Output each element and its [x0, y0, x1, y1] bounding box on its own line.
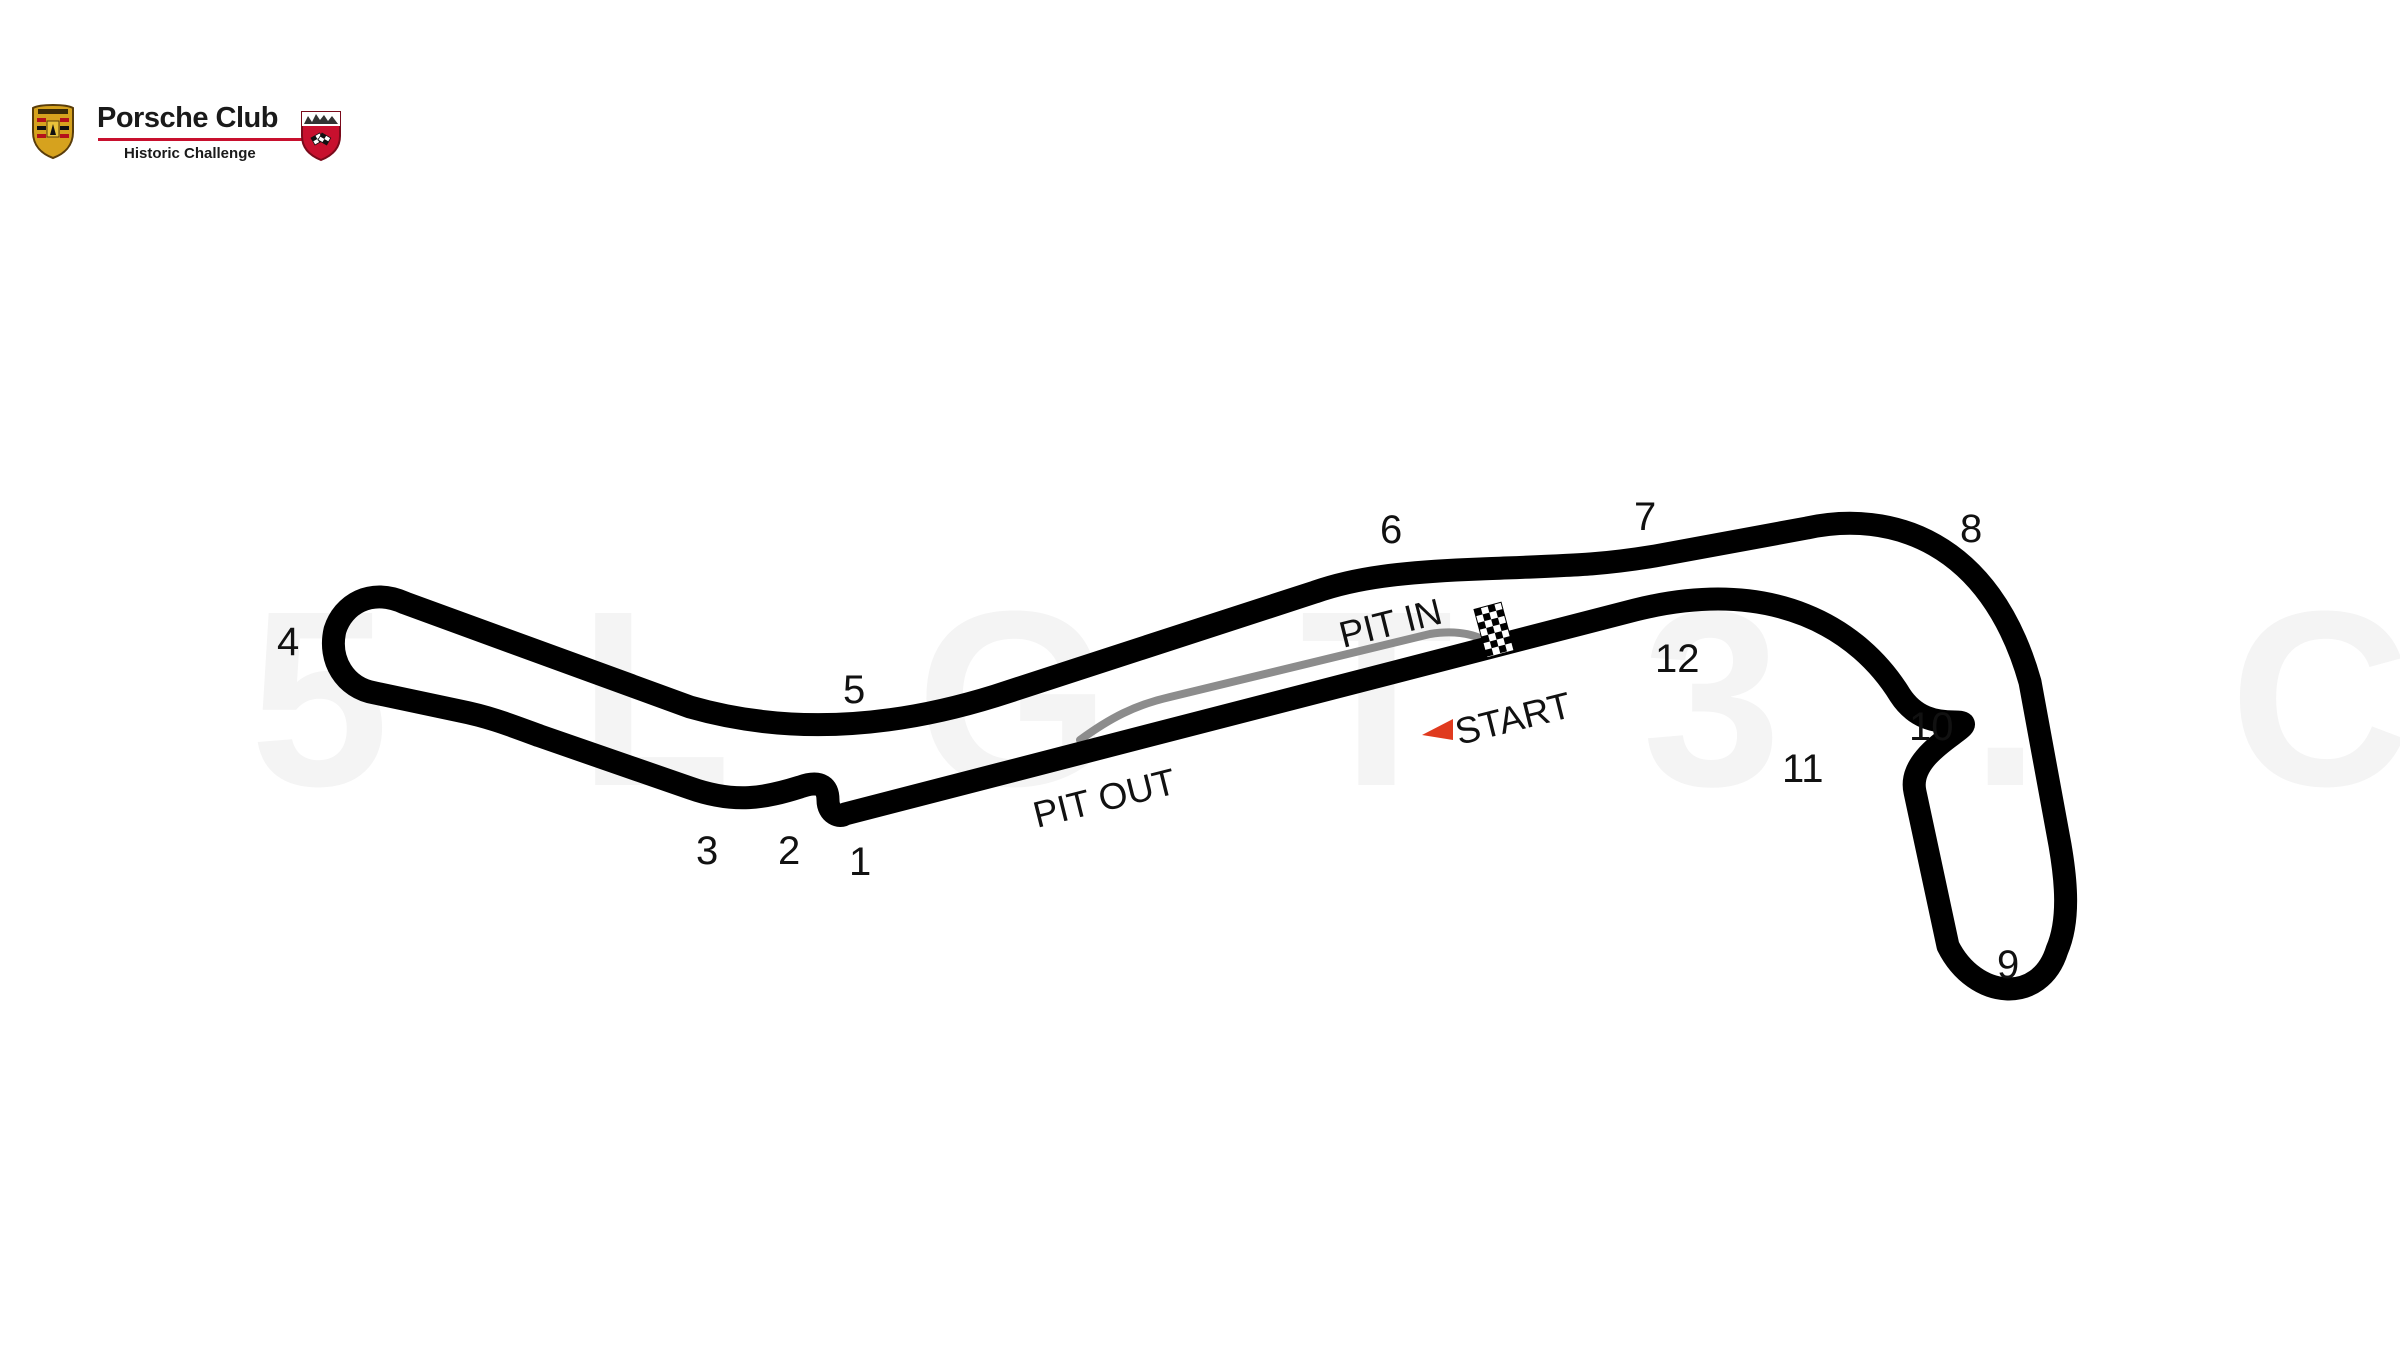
track-outline [322, 511, 2078, 1001]
turn-label-10: 10 [1909, 705, 1954, 749]
checkered-flag-shield-icon [301, 111, 341, 162]
brand-title: Porsche Club [97, 102, 278, 134]
turn-label-6: 6 [1380, 508, 1402, 552]
turn-label-11: 11 [1782, 747, 1824, 791]
turn-label-7: 7 [1634, 495, 1656, 539]
start-arrow-icon [1422, 719, 1453, 740]
checkered-flag-icon [1473, 601, 1515, 659]
turn-label-12: 12 [1655, 637, 1700, 681]
porsche-crest-icon [32, 104, 74, 160]
pit-lane [1076, 628, 1494, 744]
brand-subtitle: Historic Challenge [124, 145, 256, 162]
turn-label-4: 4 [277, 620, 299, 664]
turn-label-5: 5 [843, 668, 865, 712]
brand-logo: Porsche Club Historic Challenge [30, 98, 360, 170]
turn-label-9: 9 [1997, 943, 2019, 987]
brand-divider [98, 138, 310, 141]
turn-label-2: 2 [778, 829, 800, 873]
turn-label-3: 3 [696, 829, 718, 873]
turn-label-8: 8 [1960, 507, 1982, 551]
turn-label-1: 1 [849, 840, 871, 884]
